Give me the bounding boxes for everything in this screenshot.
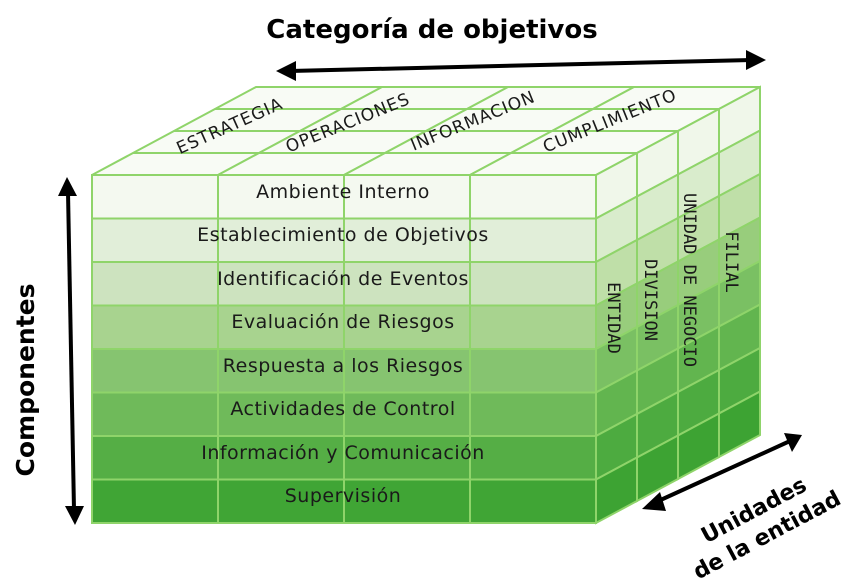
front-face-cell [469, 391, 597, 437]
cube-front-face [91, 174, 597, 524]
front-face-cell [91, 478, 219, 524]
front-face-cell [469, 217, 597, 263]
front-face-cell [91, 348, 219, 394]
components-axis-title: Componentes [11, 284, 40, 477]
cube-top-face [91, 86, 761, 176]
component-label: Supervisión [285, 485, 402, 507]
entity-unit-label: UNIDAD DE NEGOCIO [679, 193, 699, 367]
front-face-cell [469, 261, 597, 307]
front-face-cell [469, 435, 597, 481]
front-face-cell [469, 348, 597, 394]
objectives-axis-title: Categoría de objetivos [266, 15, 597, 45]
component-label: Evaluación de Riesgos [231, 311, 454, 333]
side-face-cell [718, 389, 761, 459]
front-face-cell [469, 304, 597, 350]
component-label: Actividades de Control [230, 398, 455, 420]
entity-unit-label: ENTIDAD [603, 282, 623, 354]
entity-unit-label: FILIAL [721, 231, 741, 292]
front-face-cell [91, 304, 219, 350]
component-label: Identificación de Eventos [217, 268, 469, 290]
component-label: Respuesta a los Riesgos [223, 355, 463, 377]
objectives-double-arrow [276, 50, 766, 81]
front-face-cell [469, 174, 597, 220]
component-label: Información y Comunicación [201, 442, 485, 464]
component-label: Ambiente Interno [256, 181, 430, 203]
front-face-cell [469, 478, 597, 524]
cube-right-face [595, 85, 761, 525]
front-face-cell [91, 261, 219, 307]
front-face-cell [91, 435, 219, 481]
component-rows: Ambiente Interno Establecimiento de Obje… [197, 181, 489, 507]
front-face-cell [91, 174, 219, 220]
component-label: Establecimiento de Objetivos [197, 224, 489, 246]
units-double-arrow [642, 433, 802, 511]
components-double-arrow [58, 177, 84, 525]
front-face-cell [91, 391, 219, 437]
entity-units: ENTIDAD DIVISION UNIDAD DE NEGOCIO FILIA… [603, 193, 741, 367]
entity-unit-label: DIVISION [640, 259, 660, 341]
